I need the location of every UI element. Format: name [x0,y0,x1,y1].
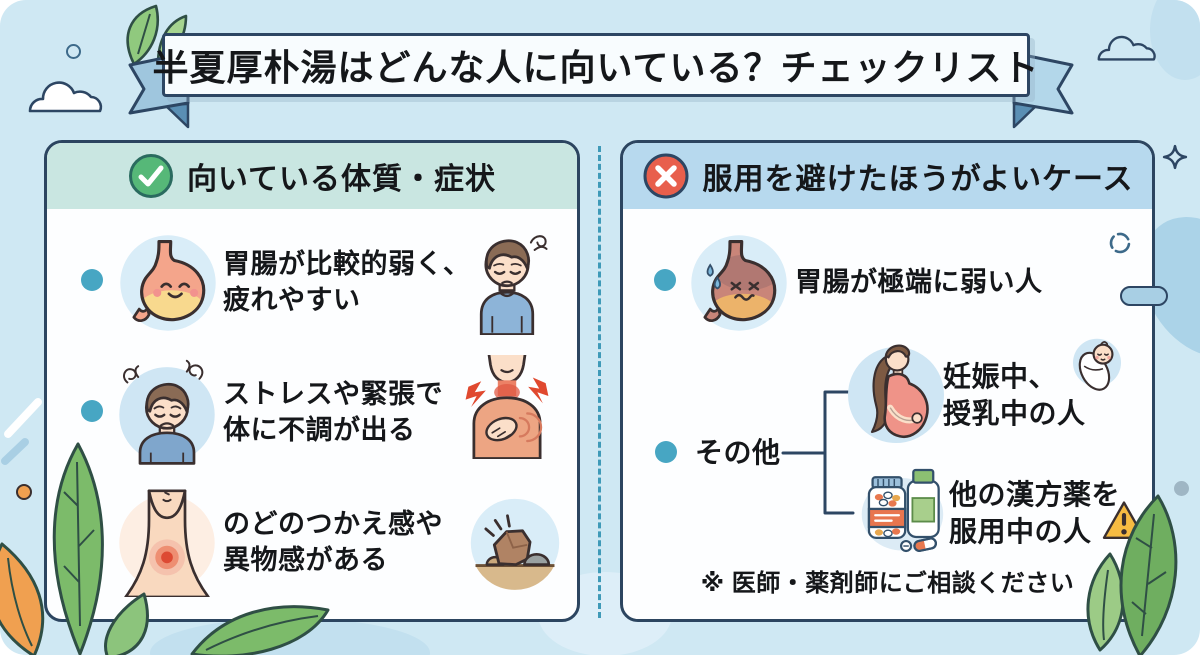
sore-throat-illustration [461,355,553,459]
orange-dot-decoration [16,484,32,500]
bullet-dot [655,441,677,463]
lump-rocks-icon [468,496,562,590]
throat-icon [113,489,221,597]
other-label: その他 [695,436,781,468]
branch-text: 他の漢方薬を 服用中の人 [949,479,1121,547]
cross-icon [643,153,688,199]
happy-stomach-icon [114,229,222,337]
diagonal-stroke-white [4,398,42,438]
item-text: 胃腸が比較的弱く、 疲れやすい [223,249,471,315]
consult-note: ※ 医師・薬剤師にご相談ください [700,570,1075,597]
leaf-cluster-bottom-left [0,442,149,655]
dashed-divider [598,146,601,618]
pill-decoration [1120,286,1168,306]
suitable-header-label: 向いている体質・症状 [186,163,497,196]
bullet-dot [81,400,103,422]
bullet-dot [654,269,676,291]
item-text: のどのつかえ感や 異物感がある [223,509,443,575]
avoid-panel: 服用を避けたほうがよいケース 胃腸が極端に弱い人 [620,140,1155,622]
baby-icon [1067,335,1127,399]
item-text: 胃腸が極端に弱い人 [795,267,1043,298]
leaf-cluster-bottom-right [1086,494,1178,655]
diagonal-stroke-blue [1,438,29,465]
avoid-header-label: 服用を避けたほうがよいケース [702,163,1134,196]
gray-dot-decoration [1174,481,1189,496]
check-icon [128,154,173,198]
suitable-panel: 向いている体質・症状 胃腸が比較的弱く、 疲れやすい [44,140,580,622]
medicine-bottles-icon [859,461,945,555]
avoid-panel-header: 服用を避けたほうがよいケース [623,143,1152,209]
page-title: 半夏厚朴湯はどんな人に向いている？チェックリスト [152,47,1040,88]
branch-text: 妊娠中、 授乳中の人 [943,361,1086,429]
cloud-icon [28,81,103,113]
suitable-panel-header: 向いている体質・症状 [47,143,577,209]
small-circle-decoration [66,44,81,59]
item-text: ストレスや緊張で 体に不調が出る [223,379,443,445]
broken-circle-decoration [1109,232,1131,254]
branch-bracket [781,390,859,515]
sparkle-icon [1162,144,1188,170]
bullet-dot [81,269,103,291]
cloud-icon [1097,35,1156,61]
leaf-bottom-left-2 [190,605,330,655]
tired-person-illustration [461,231,553,335]
title-banner: 半夏厚朴湯はどんな人に向いている？チェックリスト [153,33,1038,97]
stressed-person-icon [113,359,221,467]
sad-stomach-icon [685,229,793,337]
pregnant-woman-illustration [859,333,937,465]
